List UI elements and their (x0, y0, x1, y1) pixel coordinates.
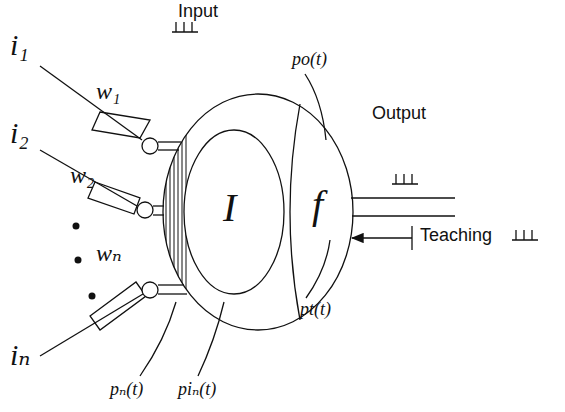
pulse-train (172, 22, 198, 32)
input-line (40, 66, 142, 140)
ellipsis-dot (73, 223, 80, 230)
pulse-train (392, 174, 418, 184)
input-line (153, 205, 164, 206)
weight-circle (142, 282, 158, 298)
neuron-region: f (312, 183, 323, 227)
input-line (40, 294, 143, 356)
weight-name: w₂ (70, 162, 94, 188)
weight-circle (142, 138, 158, 154)
signal-label: Input (178, 2, 218, 22)
input-line (158, 293, 187, 294)
dendrite (92, 112, 150, 138)
potential-label: piₙ(t) (178, 380, 216, 400)
input-name: i₂ (10, 116, 29, 149)
input-name: iₙ (10, 338, 31, 371)
potential-label: pₙ(t) (110, 380, 143, 400)
signal-label: Teaching (420, 226, 492, 246)
potential-label: po(t) (292, 50, 327, 70)
leader-arc (305, 74, 326, 140)
potential-label: pt(t) (300, 300, 331, 320)
leader-arc (140, 302, 176, 376)
input-line (153, 214, 164, 215)
dendrite (90, 282, 146, 330)
input-line (158, 141, 181, 142)
integration-region (184, 130, 284, 294)
teaching-arrow (352, 237, 412, 238)
input-line (158, 149, 179, 150)
pulse-train (512, 230, 538, 240)
input-name: i₁ (10, 28, 29, 61)
neuron-region: I (223, 186, 236, 230)
region-symbol: I (223, 186, 236, 230)
signal-label: Output (372, 104, 426, 124)
weight-name: w₁ (96, 78, 120, 104)
input-line (158, 284, 184, 285)
output-line (352, 215, 455, 216)
region-symbol: f (312, 183, 323, 227)
dendrite (88, 182, 140, 214)
leader-arc (198, 302, 224, 376)
ellipsis-dot (89, 293, 96, 300)
region-divider (290, 104, 300, 320)
ellipsis-dot (75, 257, 82, 264)
weight-name: wₙ (96, 240, 122, 266)
output-line (351, 197, 455, 198)
leader-arc (306, 240, 330, 298)
weight-circle (137, 202, 153, 218)
